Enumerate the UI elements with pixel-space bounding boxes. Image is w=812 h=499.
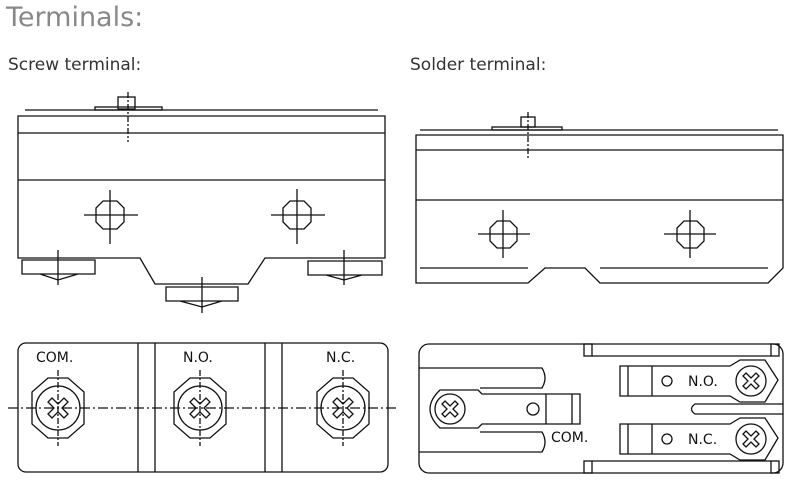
screw-terminal-label: Screw terminal: — [8, 55, 142, 75]
mount-hole — [664, 210, 716, 258]
solder-terminal-label: Solder terminal: — [410, 55, 547, 75]
nc-label: N.C. — [688, 432, 717, 448]
no-label: N.O. — [183, 350, 213, 366]
screw-icon — [735, 365, 767, 397]
solder-side-view — [415, 112, 784, 284]
screw-icon — [434, 393, 466, 425]
nc-label: N.C. — [326, 350, 355, 366]
mount-hole — [478, 210, 530, 258]
screw-side-view — [17, 92, 386, 313]
com-label: COM. — [36, 350, 73, 366]
solder-bottom-view: COM. N.O. N.C. — [418, 343, 784, 474]
mount-hole — [84, 190, 138, 244]
screw-icon — [735, 423, 767, 455]
screw-bottom-view: COM. N.O. N.C. — [8, 342, 398, 473]
section-title: Terminals: — [6, 2, 144, 33]
mount-hole — [271, 189, 325, 244]
com-label: COM. — [551, 430, 588, 446]
no-label: N.O. — [688, 374, 718, 390]
